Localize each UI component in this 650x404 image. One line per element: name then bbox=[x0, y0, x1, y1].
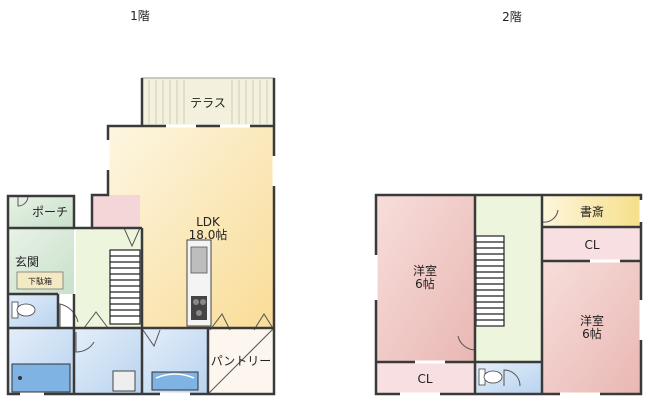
toilet-icon bbox=[11, 301, 36, 319]
closet-top bbox=[542, 227, 641, 261]
study-room bbox=[542, 195, 641, 227]
walls-floor-1 bbox=[6, 78, 276, 396]
stairs-floor-2 bbox=[475, 235, 505, 327]
washing-machine-icon bbox=[112, 370, 136, 392]
western-room-left bbox=[376, 195, 475, 362]
terrace-area bbox=[141, 77, 275, 127]
porch-label: ポーチ bbox=[32, 205, 68, 219]
floor-2-plan: 洋室 6帖 書斎 CL 洋室 6帖 CL bbox=[374, 193, 643, 396]
western-room-left-size: 6帖 bbox=[415, 276, 435, 291]
walls-floor-2 bbox=[374, 193, 643, 396]
terrace-label: テラス bbox=[190, 96, 226, 110]
closet-bottom-label: CL bbox=[417, 372, 432, 386]
study-label: 書斎 bbox=[580, 204, 604, 219]
closet-bottom bbox=[376, 362, 475, 394]
floor-1-plan: テラス LDK 18.0帖 bbox=[6, 77, 276, 396]
toilet-icon-floor-2 bbox=[478, 368, 503, 386]
windows-floor-2 bbox=[374, 200, 643, 396]
western-room-right-size: 6帖 bbox=[582, 326, 602, 341]
western-room-right-label: 洋室 bbox=[580, 313, 604, 328]
shoe-storage bbox=[16, 271, 64, 290]
sink-icon bbox=[190, 246, 208, 274]
entrance-label: 玄関 bbox=[15, 254, 39, 269]
pantry-label: パントリー bbox=[211, 354, 272, 368]
storage-pink bbox=[92, 195, 140, 227]
bathtub-icon bbox=[11, 363, 71, 393]
floor-2-title: 2階 bbox=[502, 9, 522, 24]
porch-room bbox=[8, 196, 74, 228]
stairs-floor-1 bbox=[109, 249, 141, 325]
kitchen-counter bbox=[186, 239, 212, 327]
ldk-label: LDK bbox=[196, 215, 221, 229]
wash-basin-icon bbox=[151, 371, 199, 391]
ldk-size-label: 18.0帖 bbox=[189, 227, 228, 242]
floor-1-title: 1階 bbox=[130, 8, 150, 23]
closet-top-label: CL bbox=[584, 238, 599, 252]
western-room-right bbox=[542, 261, 641, 394]
terrace-decking bbox=[148, 80, 268, 124]
western-room-left-label: 洋室 bbox=[413, 263, 437, 278]
windows-floor-1 bbox=[20, 124, 276, 396]
door-swings-floor-1 bbox=[17, 195, 275, 353]
pantry-diagonal bbox=[207, 327, 275, 395]
shoe-storage-label: 下駄箱 bbox=[28, 276, 52, 286]
